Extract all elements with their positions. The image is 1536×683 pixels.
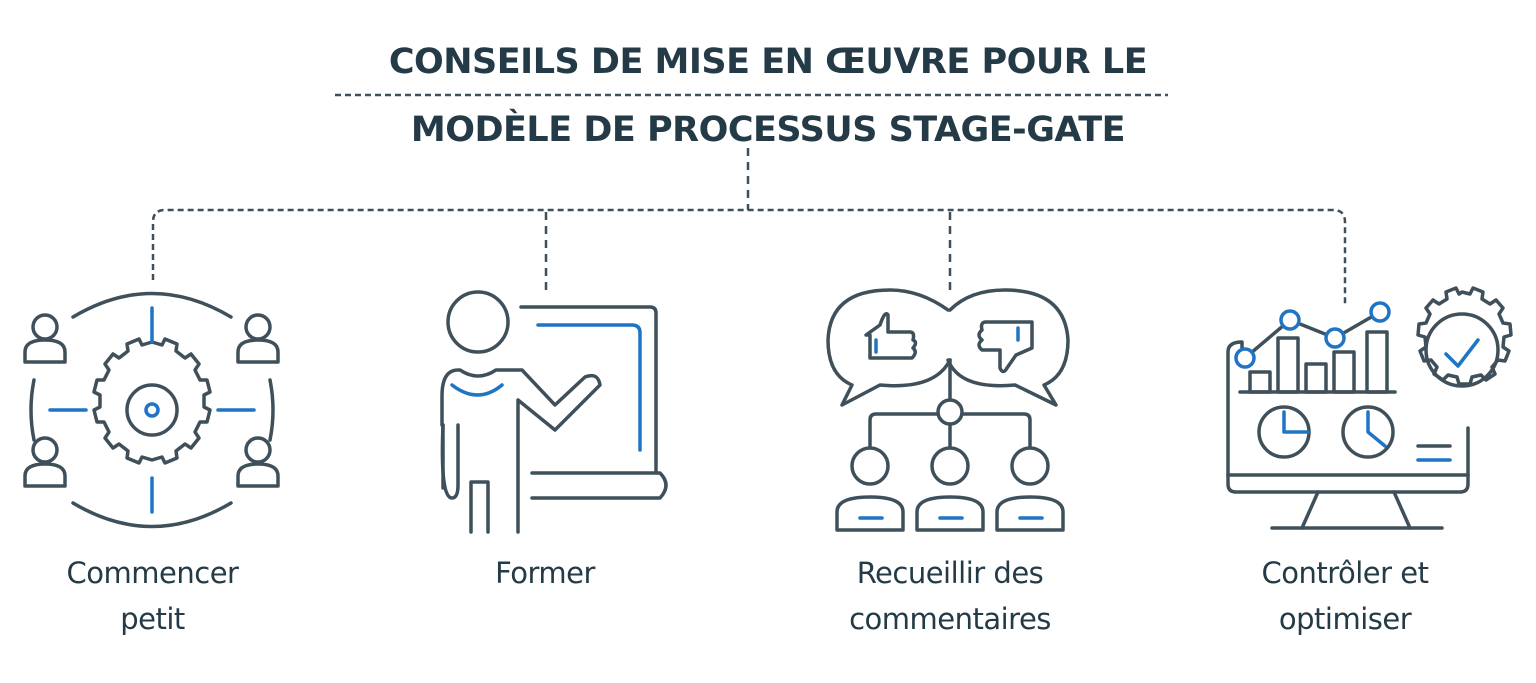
- label-former: Former: [495, 556, 595, 590]
- page-title-line-1: CONSEILS DE MISE EN ŒUVRE POUR LE: [388, 42, 1148, 82]
- label-recueillir-commentaires: Recueillir des commentaires: [849, 556, 1051, 636]
- gear-people-icon: [23, 291, 280, 529]
- presenter-board-icon: [440, 290, 668, 534]
- label-controler-optimiser: Contrôler et optimiser: [1261, 556, 1429, 636]
- page-title-line-2: MODÈLE DE PROCESSUS STAGE-GATE: [410, 110, 1126, 150]
- label-commencer-petit: Commencer petit: [66, 556, 239, 636]
- feedback-thumbs-icon: [826, 288, 1070, 532]
- monitor-gear-check-icon: [1226, 286, 1513, 530]
